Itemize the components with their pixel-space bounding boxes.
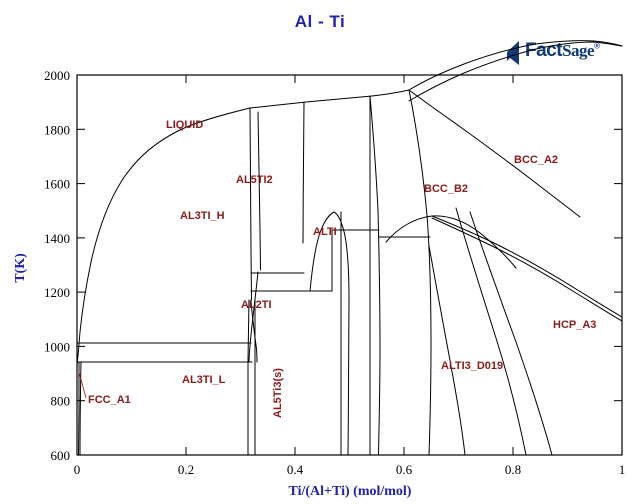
- logo-sage-text: Sage: [562, 41, 595, 60]
- logo-trademark: ®: [594, 41, 600, 51]
- region-label-al5ti3: AL5Ti3(s): [272, 368, 284, 418]
- x-tick-0-2: 0.2: [178, 462, 194, 477]
- y-tick-1000: 1000: [44, 339, 70, 354]
- x-tick-0-8: 0.8: [505, 462, 521, 477]
- y-tick-800: 800: [51, 394, 71, 409]
- region-label-bcc-a2: BCC_A2: [514, 154, 558, 166]
- curve-al3ti-crossing: [250, 299, 258, 363]
- curve-liquidus-bcc-upper: [408, 40, 623, 91]
- phase-region-labels: LIQUID AL5TI2 AL3TI_H AL3TI_L AL2TI AL5T…: [78, 119, 596, 418]
- curve-bcc-b2-ordering: [408, 89, 581, 218]
- phase-boundary-curves: [76, 40, 623, 456]
- curve-hcp-right: [469, 211, 553, 456]
- x-tick-1: 1: [619, 462, 626, 477]
- y-tick-1200: 1200: [44, 285, 70, 300]
- curve-alti-left: [369, 95, 381, 456]
- y-tick-1400: 1400: [44, 231, 70, 246]
- curve-al5ti2-right: [302, 102, 305, 244]
- curve-alti3-left: [428, 245, 466, 456]
- region-label-al2ti: AL2TI: [241, 299, 272, 311]
- curve-bcc-solidus: [408, 41, 623, 102]
- x-tick-labels: 0 0.2 0.4 0.6 0.8 1: [74, 462, 626, 477]
- curve-hcp-boundary-upper: [431, 215, 623, 318]
- region-label-bcc-b2: BCC_B2: [424, 183, 468, 195]
- region-label-al3ti-l: AL3TI_L: [182, 374, 226, 386]
- curve-al3ti-crossing-2: [248, 271, 259, 363]
- factsage-pennant-icon: [507, 41, 519, 65]
- region-label-alti: ALTI: [313, 226, 337, 238]
- y-tick-1800: 1800: [44, 122, 70, 137]
- y-tick-2000: 2000: [44, 68, 70, 83]
- curve-fcc-a1-field: [78, 361, 80, 456]
- curve-liquidus-mid: [249, 89, 410, 109]
- page-title: Al - Ti: [294, 12, 346, 31]
- axis-ticks: [76, 74, 623, 456]
- curve-alti3-right: [455, 207, 527, 456]
- region-label-al3ti-h: AL3TI_H: [180, 210, 225, 222]
- y-axis-title: T(K): [13, 253, 28, 283]
- curve-alti-right: [408, 89, 432, 456]
- curve-al2ti-dome: [309, 211, 350, 456]
- region-label-fcc-a1: FCC_A1: [88, 394, 131, 406]
- x-tick-0: 0: [74, 462, 81, 477]
- plot-frame: [76, 74, 623, 456]
- fcc-a1-leader-line: [78, 371, 87, 399]
- region-label-liquid: LIQUID: [166, 119, 203, 131]
- region-label-al5ti2: AL5TI2: [236, 174, 273, 186]
- x-tick-0-6: 0.6: [396, 462, 413, 477]
- region-label-hcp-a3: HCP_A3: [553, 319, 596, 331]
- x-tick-0-4: 0.4: [287, 462, 304, 477]
- curve-al3ti-h-left: [249, 107, 252, 301]
- y-tick-600: 600: [51, 448, 71, 463]
- curve-hcp-boundary-lower: [431, 217, 623, 322]
- curve-al-liquidus-main: [76, 107, 251, 366]
- curve-al3ti-l-left: [247, 299, 250, 456]
- region-label-alti3-d019: ALTI3_D019: [441, 360, 503, 372]
- y-tick-1600: 1600: [44, 177, 70, 192]
- curve-al5ti2-left: [257, 111, 261, 271]
- y-tick-labels: 600 800 1000 1200 1400 1600 1800 2000: [44, 68, 70, 463]
- x-axis-title: Ti/(Al+Ti) (mol/mol): [289, 484, 412, 499]
- curve-fcc-a1-solvus: [79, 361, 82, 456]
